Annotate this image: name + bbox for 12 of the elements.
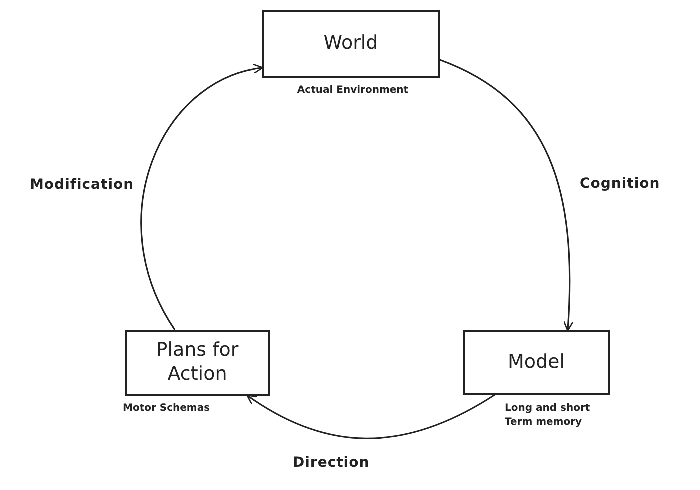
node-caption: Actual Environment xyxy=(296,84,410,98)
edge-label: Cognition xyxy=(580,176,660,192)
arrow xyxy=(440,59,574,332)
node-caption: Long and short Term memory xyxy=(505,402,592,429)
arrow xyxy=(140,64,264,330)
node-caption: Motor Schemas xyxy=(123,402,212,416)
process-box: Plans for Action xyxy=(125,330,270,396)
edge-label: Modification xyxy=(30,177,134,193)
process-box: World xyxy=(262,10,440,78)
arrow xyxy=(246,394,496,440)
process-box: Model xyxy=(463,330,610,395)
edge-label: Direction xyxy=(293,455,370,471)
